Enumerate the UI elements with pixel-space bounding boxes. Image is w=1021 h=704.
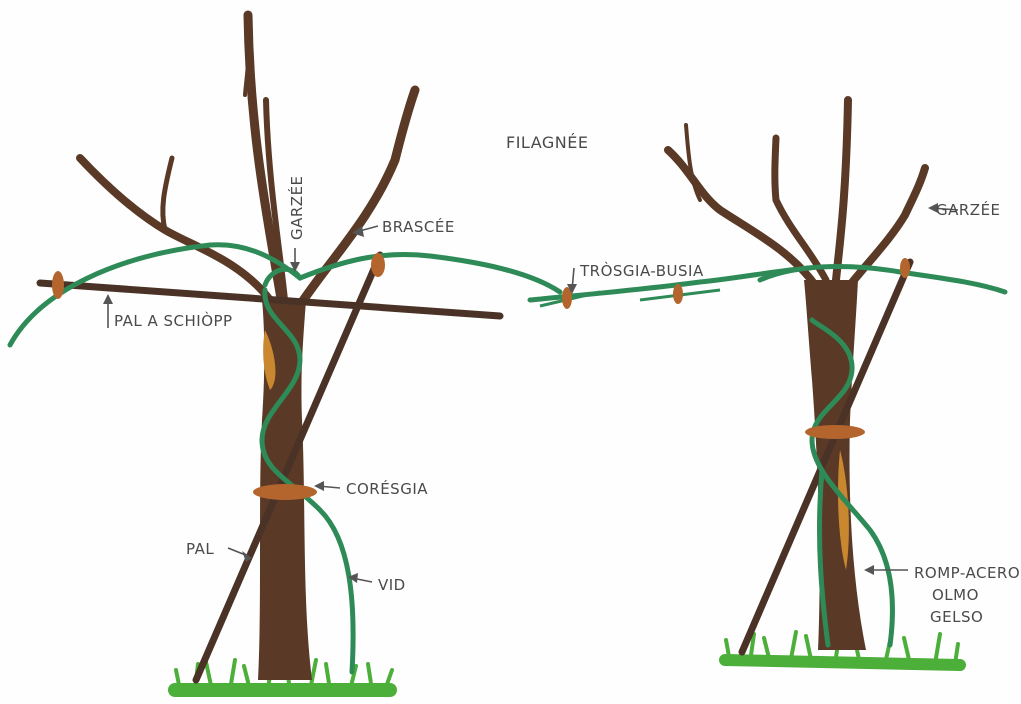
left-tree bbox=[10, 15, 560, 690]
label-tresgia-busia: TRÒSGIA-BUSIA bbox=[579, 261, 704, 280]
label-garzee-right: GARZÉE bbox=[936, 200, 1001, 219]
label-coresgia: CORÉSGIA bbox=[346, 479, 428, 498]
right-branches bbox=[668, 100, 925, 285]
label-romp-acero: ROMP-ACERO bbox=[914, 564, 1020, 582]
label-vid: VID bbox=[378, 576, 406, 594]
title-filagnee: FILAGNÉE bbox=[506, 133, 588, 152]
label-brascee: BRASCÉE bbox=[382, 217, 455, 236]
label-pal: PAL bbox=[186, 540, 214, 558]
label-olmo: OLMO bbox=[932, 586, 979, 604]
label-pal-a-schiopp: PAL A SCHIÒPP bbox=[114, 311, 233, 330]
label-gelso: GELSO bbox=[930, 608, 983, 626]
label-garzee-left: GARZÉE bbox=[287, 175, 306, 240]
